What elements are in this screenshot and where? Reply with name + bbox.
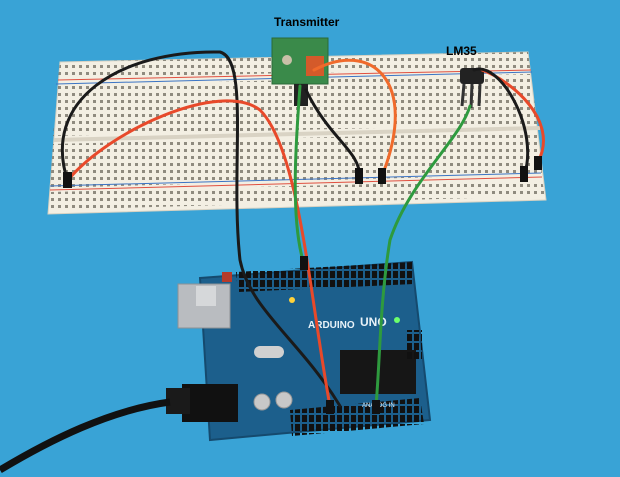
wire-red-power — [66, 99, 332, 408]
arduino-logo-text: ARDUINO — [308, 320, 355, 331]
wire-black-sensor — [472, 67, 530, 178]
wire-green-sensor — [374, 104, 472, 408]
wire-green-data — [293, 84, 306, 266]
power-cable — [0, 398, 171, 474]
lm35-label: LM35 — [446, 44, 477, 58]
wire-orange-transmitter — [312, 58, 397, 178]
wire-black-long — [60, 50, 342, 408]
transmitter-label: Transmitter — [274, 15, 340, 29]
wire-terminals — [63, 156, 542, 414]
lm35-sensor — [460, 68, 484, 109]
